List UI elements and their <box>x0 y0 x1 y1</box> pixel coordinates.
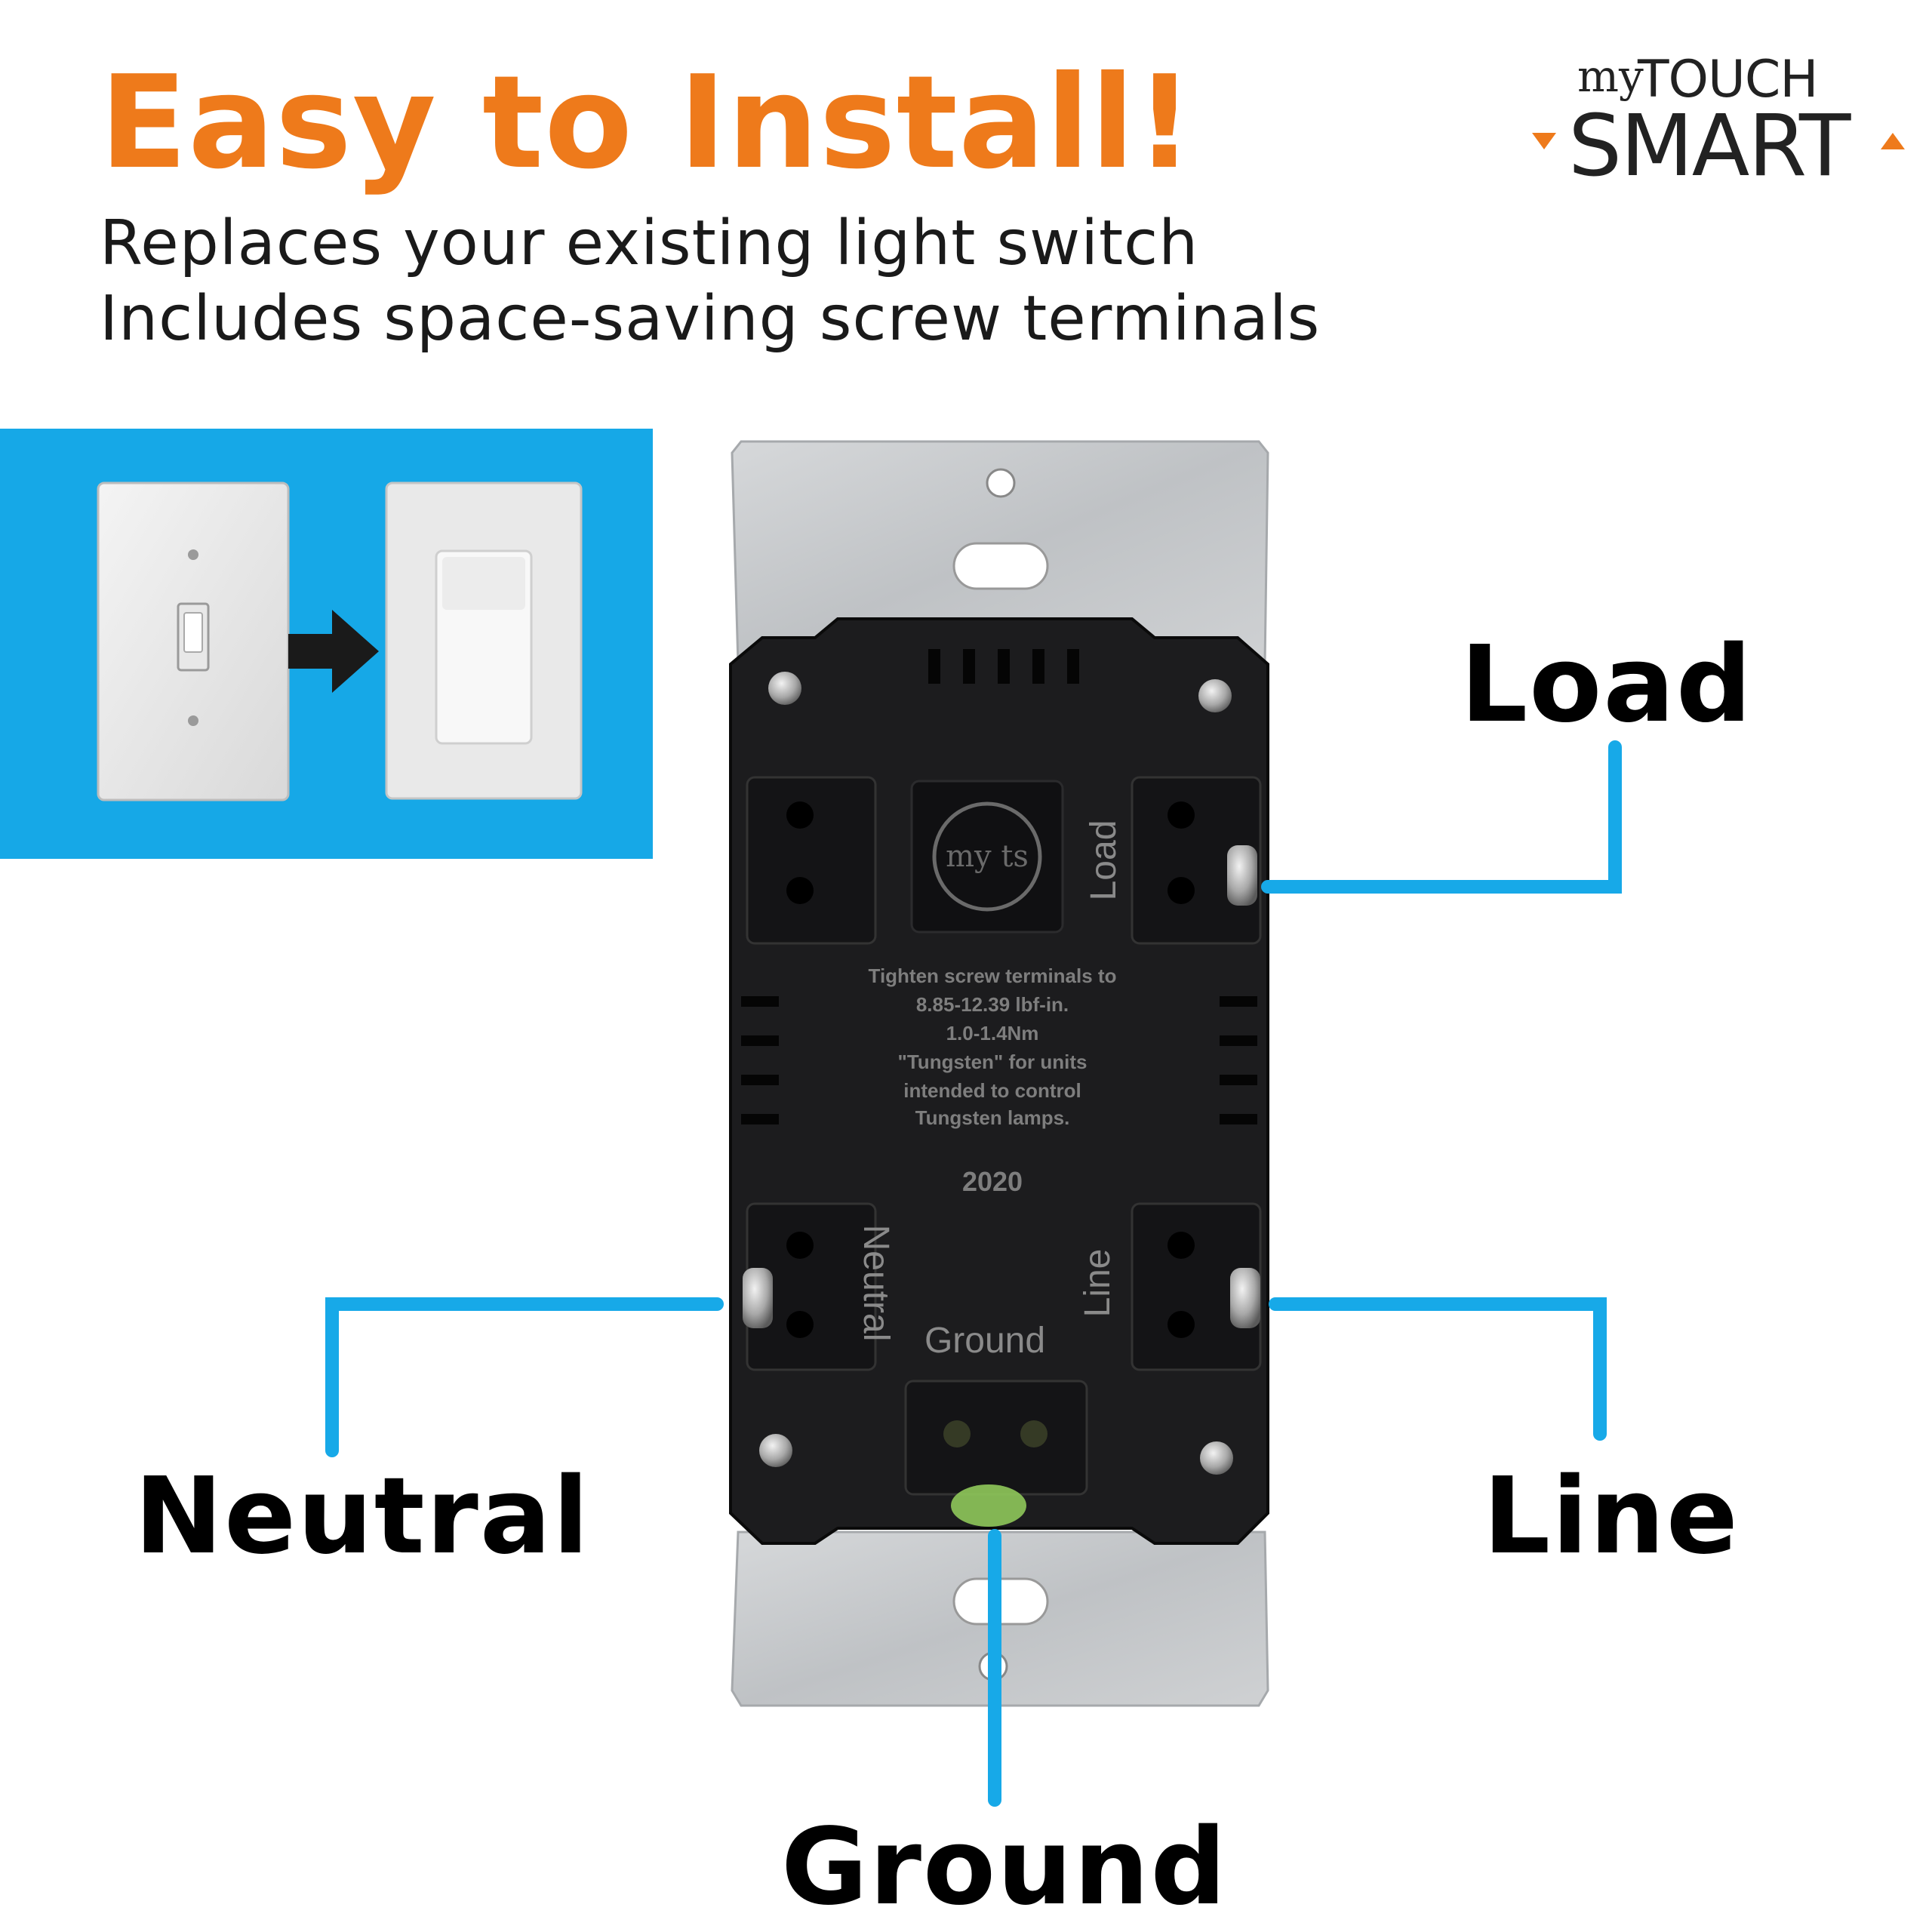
callout-line-load <box>1261 740 1622 894</box>
smart-switch-icon <box>385 481 583 800</box>
callout-line-line <box>1269 1297 1607 1441</box>
instruction-line: 1.0-1.4Nm <box>946 1022 1039 1044</box>
instruction-line: Tungsten lamps. <box>915 1106 1070 1129</box>
terminal-label-neutral: Neutral <box>856 1225 896 1342</box>
subtext-line-1: Replaces your existing light switch <box>100 208 1199 279</box>
terminal-label-line: Line <box>1078 1249 1118 1318</box>
label-load: Load <box>1460 623 1754 746</box>
instruction-line: "Tungsten" for units <box>898 1051 1088 1073</box>
logo-smart: SMART <box>1568 97 1850 195</box>
logo-my: my <box>1577 51 1644 102</box>
label-line: Line <box>1483 1455 1740 1578</box>
switch-body <box>729 617 1269 1545</box>
headline: Easy to Install! <box>100 48 1195 198</box>
subtext-line-2: Includes space-saving screw terminals <box>100 283 1321 355</box>
terminal-label-ground: Ground <box>924 1321 1045 1361</box>
instruction-line: 8.85-12.39 lbf-in. <box>916 993 1069 1016</box>
logo-arrow-left-icon <box>1532 133 1556 149</box>
logo-arrow-right-icon <box>1881 133 1905 149</box>
terminal-label-load: Load <box>1084 820 1124 901</box>
callout-lines <box>325 740 1622 1807</box>
badge-text: my ts <box>946 839 1029 874</box>
callout-line-neutral <box>325 1297 724 1457</box>
instruction-line: Tighten screw terminals to <box>869 964 1117 987</box>
mounting-strap <box>731 440 1269 1707</box>
label-ground: Ground <box>781 1806 1228 1929</box>
label-neutral: Neutral <box>134 1455 591 1578</box>
device-year: 2020 <box>962 1166 1023 1197</box>
logo-touch: TOUCH <box>1638 50 1818 109</box>
arrow-right-icon <box>288 610 379 693</box>
toggle-switch-icon <box>97 481 290 801</box>
instruction-line: intended to control <box>903 1079 1081 1102</box>
